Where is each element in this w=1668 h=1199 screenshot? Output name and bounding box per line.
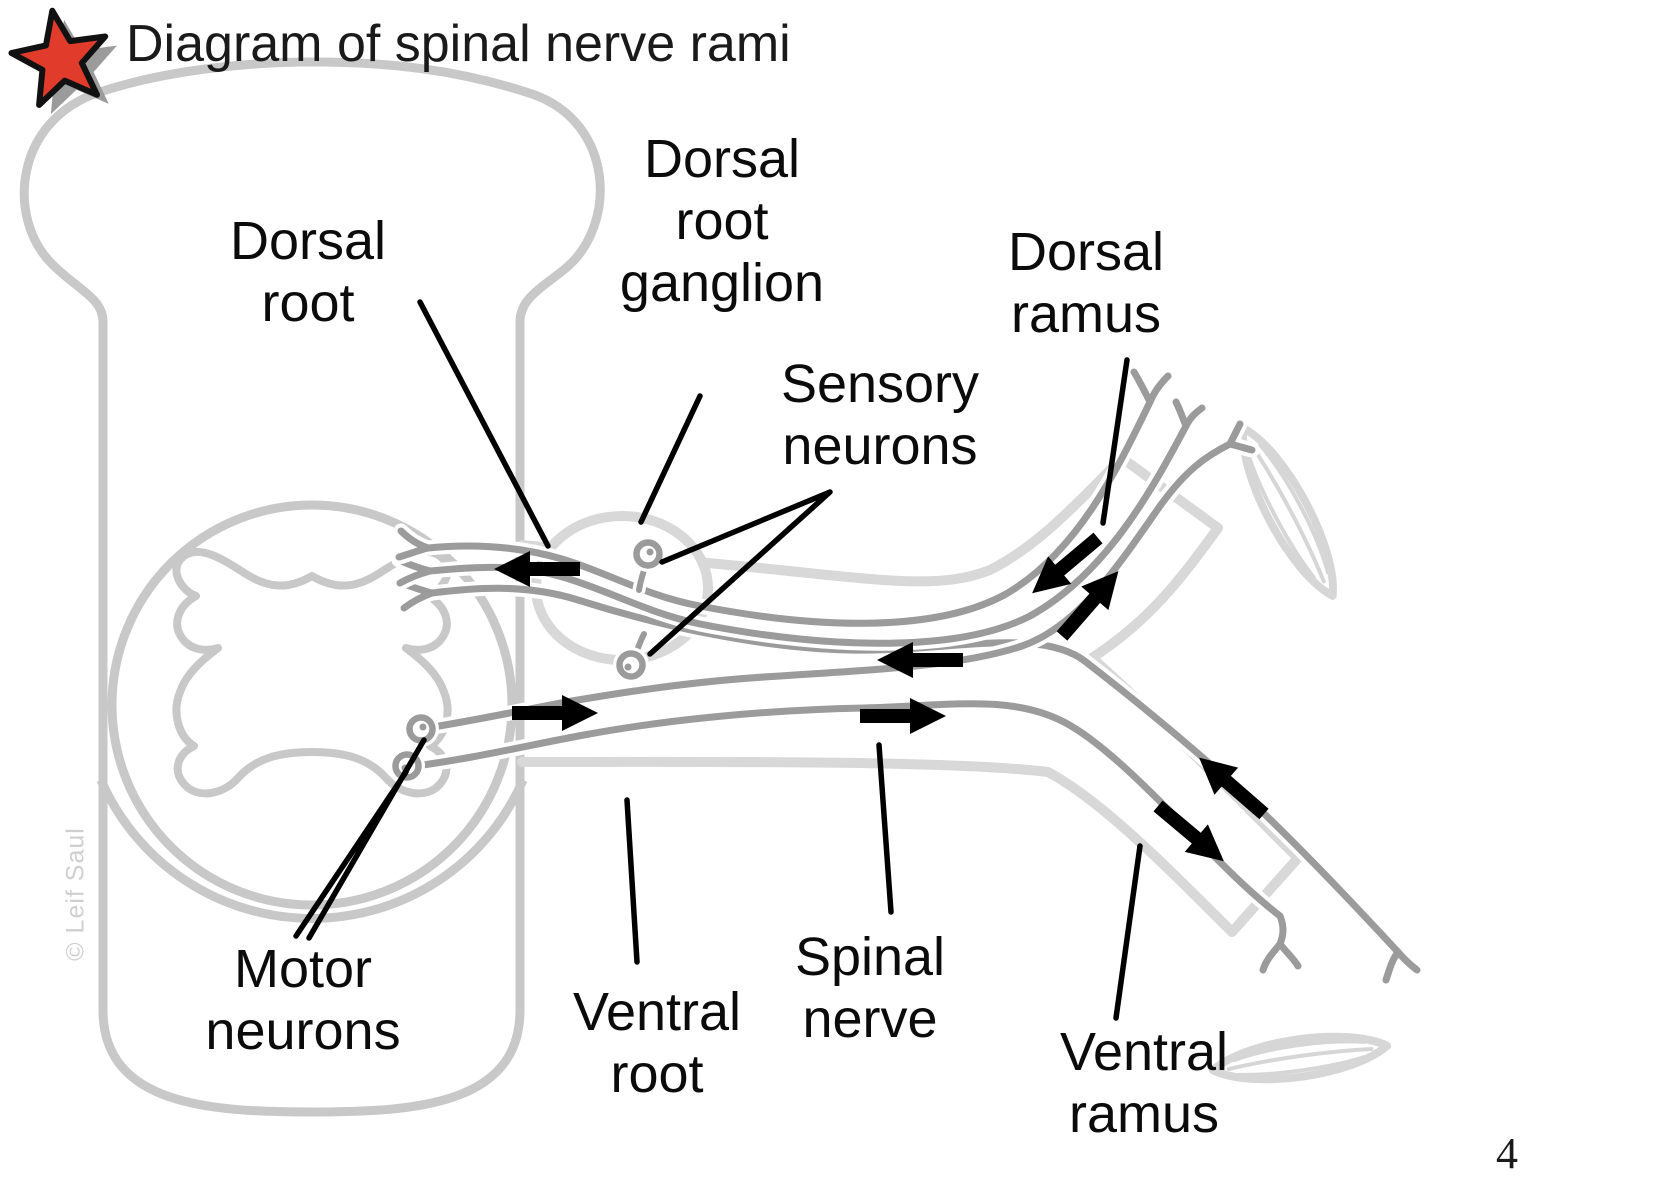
leader-dorsal-root: [417, 299, 551, 549]
label-dorsal-ramus: Dorsal ramus: [1007, 222, 1165, 344]
label-dorsal-root: Dorsal root: [229, 211, 387, 333]
sensory-neuron-cell-1: [630, 536, 666, 597]
leader-dorsal-root-ganglion: [638, 393, 703, 525]
label-spinal-nerve: Spinal nerve: [794, 927, 946, 1049]
copyright-watermark: © Leif Saul: [61, 827, 90, 961]
muscle-spindle-ventral: [1208, 1032, 1392, 1084]
page-number: 4: [1496, 1129, 1518, 1178]
page-title: Diagram of spinal nerve rami: [126, 15, 791, 73]
leader-spinal-nerve: [876, 742, 894, 915]
label-dorsal-root-ganglion: Dorsal root ganglion: [619, 129, 825, 313]
star-icon: [8, 7, 117, 115]
leader-ventral-ramus: [1113, 843, 1143, 1021]
cord-cross-section-outer-arc: [96, 778, 528, 923]
gray-matter-butterfly: [172, 547, 452, 798]
leader-motor-neurons: [293, 737, 427, 941]
label-ventral-ramus: Ventral ramus: [1059, 1022, 1229, 1144]
leader-sensory-neurons: [647, 489, 833, 657]
label-ventral-root: Ventral root: [572, 982, 742, 1104]
leader-dorsal-ramus: [1100, 357, 1130, 526]
sensory-neuron-cell-2: [613, 627, 651, 683]
leader-ventral-root: [624, 797, 640, 965]
label-sensory-neurons: Sensory neurons: [780, 354, 980, 476]
label-motor-neurons: Motor neurons: [205, 939, 401, 1061]
muscle-spindle-dorsal: [1239, 424, 1337, 600]
